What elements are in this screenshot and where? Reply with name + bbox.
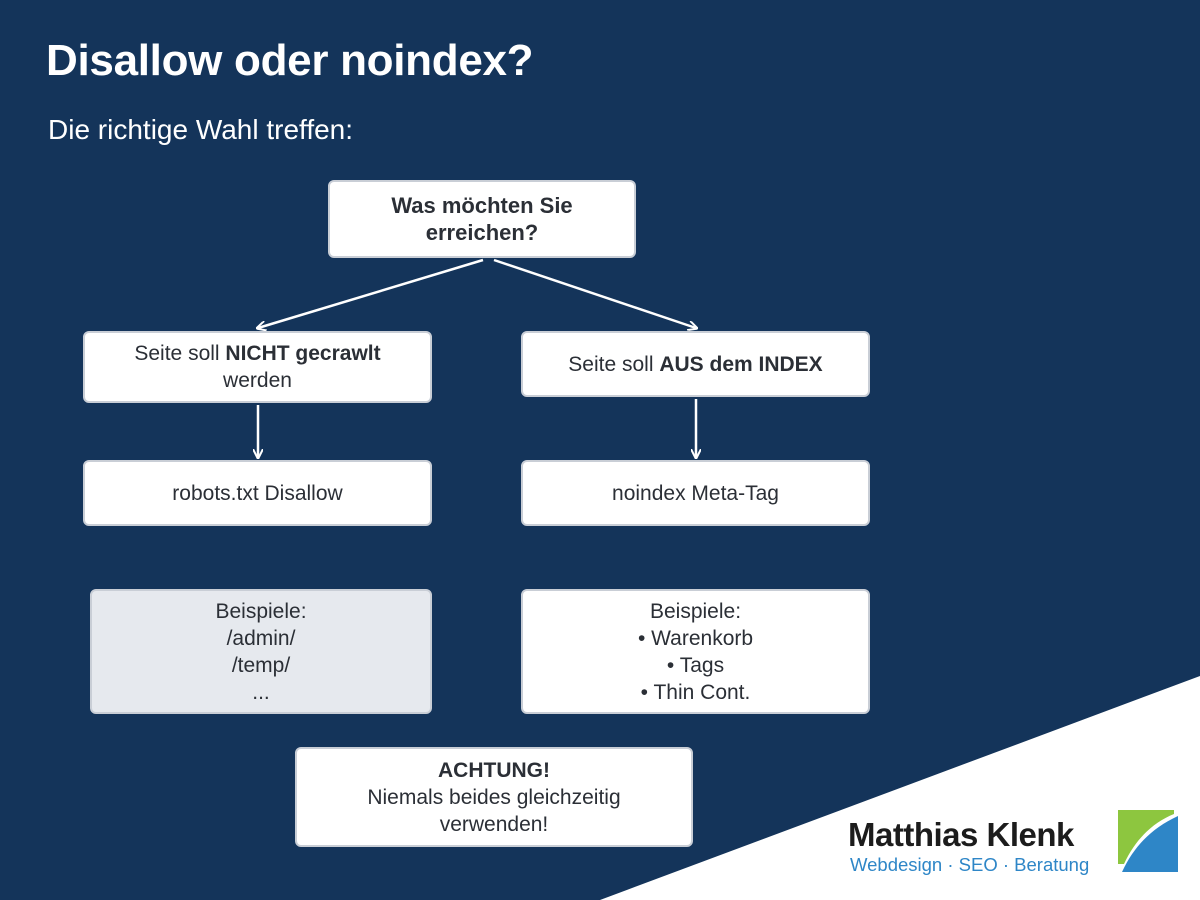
examples-noindex-heading: Beispiele: [649,599,742,623]
node-no-crawl-line2: werden [223,369,292,392]
examples-disallow-item: /admin/ [226,626,296,650]
node-no-crawl-bold: NICHT gecrawlt [225,342,381,365]
page-subtitle: Die richtige Wahl treffen: [48,114,354,145]
examples-noindex-item: • Warenkorb [637,626,754,650]
page-title: Disallow oder noindex? [46,36,534,85]
examples-disallow-item: /temp/ [231,653,291,677]
node-noindex-meta-text: noindex Meta-Tag [612,481,779,505]
examples-noindex-item: • Tags [666,653,725,677]
logo-name: Matthias Klenk [848,816,1074,853]
logo-mark-icon [1114,806,1180,872]
node-question-line2: erreichen? [425,220,539,245]
node-question-line1: Was möchten Sie [391,193,573,218]
node-out-of-index: Seite soll AUS dem INDEX [521,331,870,397]
edge-question-index [493,258,696,328]
brand-logo: Matthias Klenk Webdesign · SEO · Beratun… [848,806,1188,886]
examples-disallow: Beispiele: /admin/ /temp/ ... [90,589,432,714]
node-robots-disallow: robots.txt Disallow [83,460,432,526]
node-no-crawl-prefix: Seite soll [134,342,226,365]
node-out-of-index-bold: AUS dem INDEX [659,352,823,376]
warning-heading: ACHTUNG! [438,758,550,782]
warning-box: ACHTUNG! Niemals beides gleichzeitig ver… [295,747,693,847]
examples-disallow-heading: Beispiele: [215,599,307,623]
examples-disallow-item: ... [252,680,270,704]
examples-noindex: Beispiele: • Warenkorb • Tags • Thin Con… [521,589,870,714]
node-question: Was möchten Sie erreichen? [328,180,636,258]
node-no-crawl: Seite soll NICHT gecrawlt werden [83,331,432,403]
warning-line2: verwenden! [439,812,549,836]
warning-line1: Niemals beides gleichzeitig [367,785,621,809]
logo-tagline: Webdesign · SEO · Beratung [850,854,1090,875]
node-out-of-index-prefix: Seite soll [568,352,660,376]
edge-question-crawl [258,258,484,328]
node-noindex-meta: noindex Meta-Tag [521,460,870,526]
examples-noindex-item: • Thin Cont. [640,680,751,704]
node-robots-disallow-text: robots.txt Disallow [172,481,343,505]
